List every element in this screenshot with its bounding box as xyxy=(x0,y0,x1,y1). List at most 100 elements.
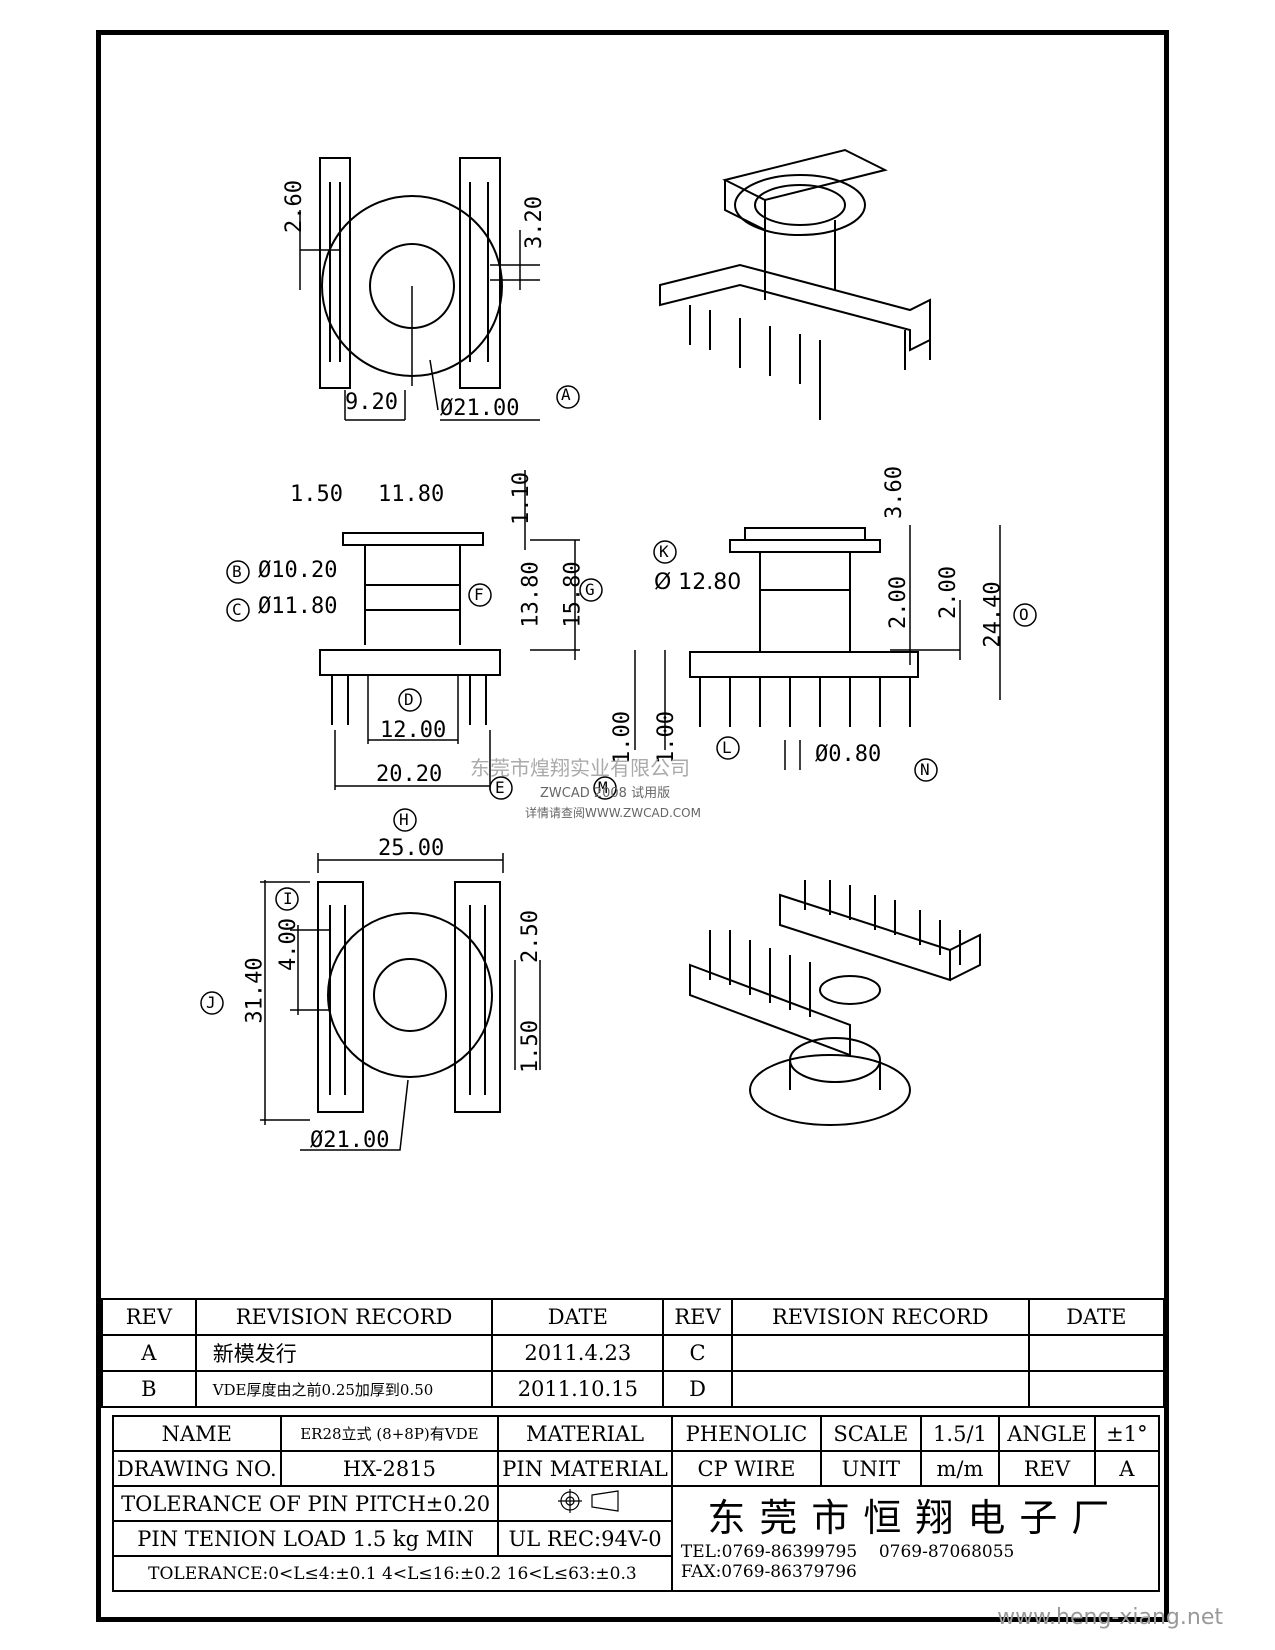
dim-dia-21-b: Ø21.00 xyxy=(310,1128,390,1153)
revision-row: A 新模发行 2011.4.23 C xyxy=(101,1334,1166,1372)
watermark-zwcad: ZWCAD 2008 试用版 xyxy=(540,786,671,801)
label-k: K xyxy=(659,542,669,561)
dim-1-10: 1.10 xyxy=(508,472,534,525)
revision-record-header: REVISION RECORD xyxy=(194,1298,494,1336)
scale-value: 1.5/1 xyxy=(919,1415,1001,1452)
dim-4-00: 4.00 xyxy=(275,918,301,971)
rev-label: REV xyxy=(998,1450,1096,1487)
label-b: B xyxy=(232,562,242,581)
date-cell xyxy=(1027,1370,1166,1408)
dim-dia-0-80: Ø0.80 xyxy=(815,742,882,767)
pin-material-value: CP WIRE xyxy=(670,1450,823,1487)
label-i: I xyxy=(283,889,293,908)
unit-label: UNIT xyxy=(820,1450,922,1487)
label-a: A xyxy=(561,385,571,404)
dim-2-60: 2.60 xyxy=(281,180,307,233)
label-l: L xyxy=(722,738,732,757)
dim-1-50: 1.50 xyxy=(290,482,343,507)
dim-2-00-a: 2.00 xyxy=(885,576,911,629)
website: www.heng-xiang.net xyxy=(997,1605,1223,1630)
label-j: J xyxy=(206,993,216,1012)
pin-tenion: PIN TENION LOAD 1.5 kg MIN xyxy=(111,1520,500,1557)
rev-cell: D xyxy=(662,1370,733,1408)
label-h: H xyxy=(399,810,409,829)
tolerance-general: TOLERANCE:0<L≤4:±0.1 4<L≤16:±0.2 16<L≤63… xyxy=(112,1555,673,1592)
rev-cell: B xyxy=(101,1370,197,1408)
unit-value: m/m xyxy=(919,1450,1001,1487)
contact-tel: TEL:0769-86399795 0769-87068055 xyxy=(674,1542,1157,1562)
date-cell xyxy=(1027,1334,1166,1372)
dim-dia-21: Ø21.00 xyxy=(440,396,520,421)
name-value: ER28立式 (8+8P)有VDE xyxy=(279,1415,500,1452)
dim-11-80: 11.80 xyxy=(378,482,445,507)
side-view xyxy=(226,470,603,800)
rev-header: REV xyxy=(101,1298,197,1336)
label-f: F xyxy=(474,585,484,604)
dim-dia-12-80: Ø 12.80 xyxy=(654,570,742,595)
dim-3-20: 3.20 xyxy=(521,196,547,249)
drawing-border xyxy=(96,30,1169,1622)
angle-label: ANGLE xyxy=(998,1415,1096,1452)
revision-table: REV REVISION RECORD DATE REV REVISION RE… xyxy=(101,1298,1166,1408)
dim-3-60: 3.60 xyxy=(881,466,907,519)
date-header-2: DATE xyxy=(1027,1298,1166,1336)
record-cell: 新模发行 xyxy=(194,1334,494,1372)
drawing-no-label: DRAWING NO. xyxy=(112,1450,282,1487)
rev-header-2: REV xyxy=(662,1298,733,1336)
tel: TEL:0769-86399795 xyxy=(680,1542,858,1562)
rev-value: A xyxy=(1093,1450,1161,1487)
record-cell: VDE厚度由之前0.25加厚到0.50 xyxy=(194,1370,494,1408)
revision-row: B VDE厚度由之前0.25加厚到0.50 2011.10.15 D xyxy=(101,1370,1166,1408)
tolerance-pitch: TOLERANCE OF PIN PITCH±0.20 xyxy=(111,1485,500,1522)
label-n: N xyxy=(920,760,930,779)
date-header: DATE xyxy=(491,1298,665,1336)
dim-2-00-b: 2.00 xyxy=(935,566,961,619)
dim-15-80: 15.80 xyxy=(560,561,586,628)
pin-material-label: PIN MATERIAL xyxy=(497,1450,673,1487)
dim-25-00: 25.00 xyxy=(378,836,445,861)
label-d: D xyxy=(404,690,414,709)
bottom-view xyxy=(200,808,541,1151)
material-label: MATERIAL xyxy=(497,1415,673,1452)
angle-value: ±1° xyxy=(1093,1415,1161,1452)
revision-header-row: REV REVISION RECORD DATE REV REVISION RE… xyxy=(101,1298,1166,1336)
company-name: 东莞市恒翔电子厂 xyxy=(707,1496,1124,1540)
watermark-url: 详情请查阅WWW.ZWCAD.COM xyxy=(525,806,701,820)
top-view xyxy=(299,157,580,421)
name-label: NAME xyxy=(112,1415,282,1452)
material-value: PHENOLIC xyxy=(670,1415,823,1452)
label-o: O xyxy=(1019,605,1029,624)
dim-12-00: 12.00 xyxy=(380,718,447,743)
record-cell xyxy=(730,1370,1030,1408)
date-cell: 2011.4.23 xyxy=(491,1334,665,1372)
ul-rec: UL REC:94V-0 xyxy=(497,1520,673,1557)
contact-fax: FAX:0769-86379796 xyxy=(680,1562,857,1582)
dim-13-80: 13.80 xyxy=(518,561,544,628)
label-e: E xyxy=(495,778,505,797)
dim-31-40: 31.40 xyxy=(242,957,268,1024)
dim-1-50-b: 1.50 xyxy=(517,1020,543,1073)
label-g: G xyxy=(585,580,595,599)
projection-symbol xyxy=(497,1485,673,1522)
rev-cell: C xyxy=(662,1334,733,1372)
record-cell xyxy=(730,1334,1030,1372)
title-block: NAME ER28立式 (8+8P)有VDE MATERIAL PHENOLIC… xyxy=(111,1415,1161,1592)
front-view xyxy=(593,525,1037,800)
projection-symbol-icon xyxy=(558,1489,619,1513)
dim-9-20: 9.20 xyxy=(345,390,398,415)
label-m: M xyxy=(598,778,608,797)
dim-dia-11-80: Ø11.80 xyxy=(258,594,338,619)
date-cell: 2011.10.15 xyxy=(491,1370,665,1408)
dim-dia-10-20: Ø10.20 xyxy=(258,558,338,583)
isometric-view-bottom xyxy=(689,880,981,1126)
rev-cell: A xyxy=(101,1334,197,1372)
dim-24-40: 24.40 xyxy=(980,581,1006,648)
watermark-company: 东莞市煌翔实业有限公司 xyxy=(470,756,690,780)
isometric-view-top xyxy=(659,148,931,420)
tel2: 0769-87068055 xyxy=(878,1542,1015,1562)
label-c: C xyxy=(232,600,242,619)
dim-20-20: 20.20 xyxy=(376,762,443,787)
dim-2-50: 2.50 xyxy=(517,910,543,963)
revision-record-header-2: REVISION RECORD xyxy=(730,1298,1030,1336)
